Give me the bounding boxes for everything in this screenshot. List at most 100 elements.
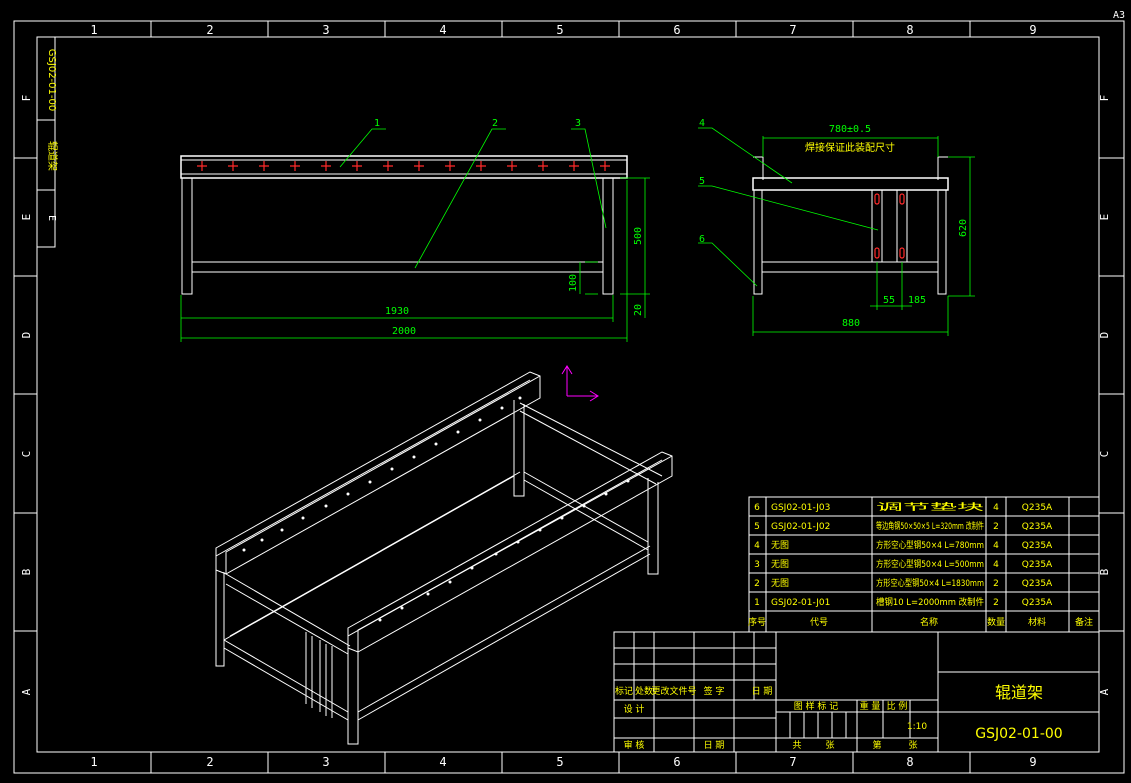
dim-500: 500 [633,227,644,245]
scale-value: 1:10 [907,722,927,732]
iso-holes [242,396,630,622]
front-leaders [339,128,607,269]
bom-cell-material: Q235A [1022,541,1053,551]
col-label: 4 [439,755,446,769]
bom-cell-material: Q235A [1022,560,1053,570]
front-dimensions [180,177,650,342]
row-label: F [20,95,33,102]
col-label: 5 [556,23,563,37]
bom-cell-no: 5 [754,522,760,532]
bom-cell-no: 1 [754,598,760,608]
side-dimensions [752,136,975,336]
row-label: B [20,568,33,575]
design-label: 设 计 [624,703,645,715]
bom-cell-qty: 2 [993,579,999,589]
col-label: 6 [673,23,680,37]
bom-header-no: 序号 [748,616,766,628]
top-rail [752,177,949,191]
bom-cell-name: 方形空心型钢50×4 L=1830mm [876,577,984,589]
bom-cell-material: Q235A [1022,598,1053,608]
stage-label: 比 例 [887,700,908,712]
balloon-3: 3 [575,118,581,129]
drawing-code: GSJ02-01-00 [975,726,1062,742]
dim-880: 880 [842,318,860,329]
bom-header-code: 代号 [810,617,828,628]
bottom-label: 张 [908,740,917,751]
bom-header: 序号 代号 名称 数量 材料 备注 [748,616,1093,628]
col-label: 2 [206,23,213,37]
balloon-1: 1 [374,118,380,129]
row-label: C [20,451,33,458]
bom-cell-no: 4 [754,541,760,551]
rev-label: 签 字 [704,685,725,697]
row-label: A [20,688,33,695]
bom-cell-no: 6 [754,503,760,513]
bom-cell-name: 调节垫块 [876,501,984,513]
row-label: F [1098,95,1111,102]
col-label: 3 [322,23,329,37]
rev-label: 更改文件号 [651,685,696,697]
bom-cell-name: 等边角钢50×50×5 L=320mm 改制件 [876,520,984,532]
dim-185: 185 [908,295,926,306]
dim-2000: 2000 [392,326,416,337]
bom-cell-no: 2 [754,579,760,589]
balloon-6: 6 [699,234,705,245]
bom-cell-material: Q235A [1022,522,1053,532]
col-label: 7 [789,755,796,769]
bom-header-material: 材料 [1028,616,1046,628]
dim-55: 55 [883,295,895,306]
outer-frame [13,20,1125,774]
bom-cell-code: 无图 [771,578,789,589]
stage-label: 重 量 [860,700,881,712]
bom-cell-code: GSJ02-01-J01 [771,598,830,608]
leg-left [181,177,193,295]
bom-cell-name: 方形空心型钢50×4 L=500mm [876,558,984,570]
col-label: 4 [439,23,446,37]
side-stamp-letter: E [46,215,57,221]
bom-cell-code: GSJ02-01-J02 [771,522,830,532]
leg-right [602,177,614,295]
dim-620: 620 [958,219,969,237]
balloon-2: 2 [492,118,498,129]
dim-20: 20 [633,304,644,316]
row-label: E [1098,214,1111,221]
side-leg-right [937,189,947,295]
col-label: 5 [556,755,563,769]
row-label: D [20,332,33,339]
side-stamp: GSJ02-01-00 辊道架 E [36,36,59,248]
hole-marks [197,161,610,171]
col-label: 2 [206,755,213,769]
col-label: 1 [90,23,97,37]
bom-header-note: 备注 [1075,616,1093,628]
bom-cell-material: Q235A [1022,579,1053,589]
col-label: 8 [906,755,913,769]
col-label: 7 [789,23,796,37]
row-label: E [20,214,33,221]
bottom-label: 张 [825,740,834,751]
side-stamp-name: 辊道架 [46,141,59,171]
bom-cell-qty: 4 [993,560,999,570]
bom-cell-qty: 4 [993,541,999,551]
bom-header-name: 名称 [920,616,938,628]
side-leaders [698,127,879,287]
bom-cell-code: 无图 [771,559,789,570]
balloon-5: 5 [699,176,705,187]
col-label: 1 [90,755,97,769]
bom-cell-qty: 2 [993,598,999,608]
stage-label: 图 样 标 记 [794,700,839,712]
col-label: 6 [673,755,680,769]
ucs-icon [561,365,599,402]
bottom-label: 第 [872,739,881,751]
inner-frame [36,36,1100,753]
rev-label: 标记 [615,685,633,697]
col-label: 3 [322,755,329,769]
bom-header-qty: 数量 [987,616,1005,628]
zone-ticks [14,21,1124,773]
slot-marks [874,193,905,259]
bom-cell-code: 无图 [771,540,789,551]
zone-labels-top: 1 2 3 4 5 6 7 8 9 [90,23,1036,37]
dim-1930: 1930 [385,306,409,317]
side-stamp-code: GSJ02-01-00 [46,49,57,111]
